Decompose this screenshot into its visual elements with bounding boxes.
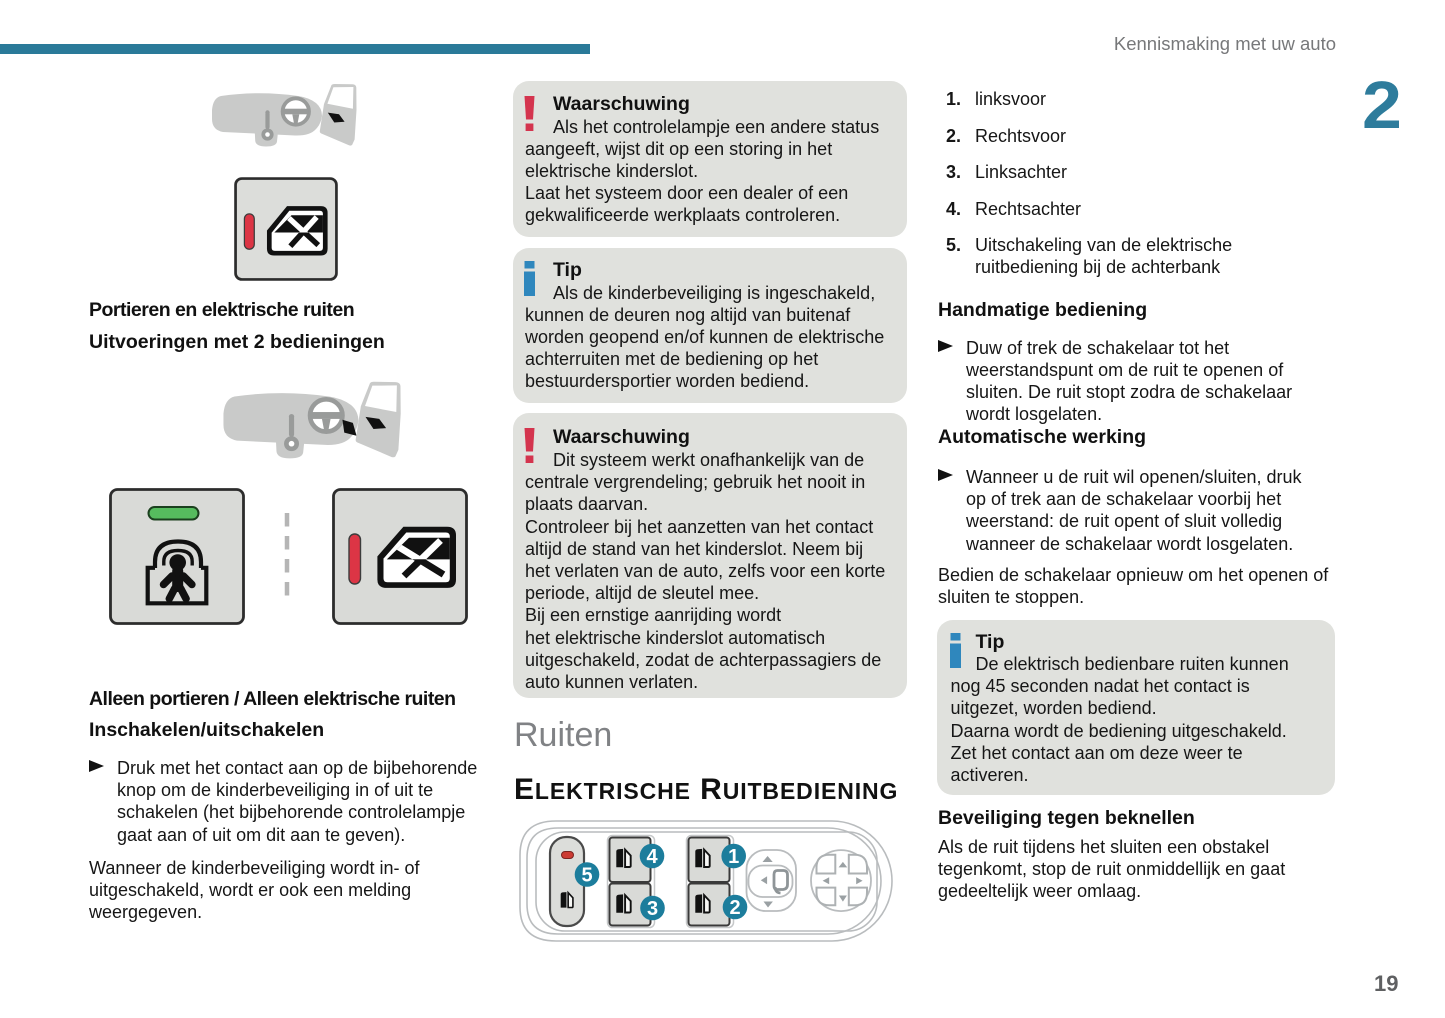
svg-text:5: 5 xyxy=(581,865,592,887)
svg-text:3: 3 xyxy=(647,898,658,920)
svg-text:1: 1 xyxy=(728,846,739,868)
svg-text:4: 4 xyxy=(646,846,658,868)
svg-text:2: 2 xyxy=(729,897,740,919)
